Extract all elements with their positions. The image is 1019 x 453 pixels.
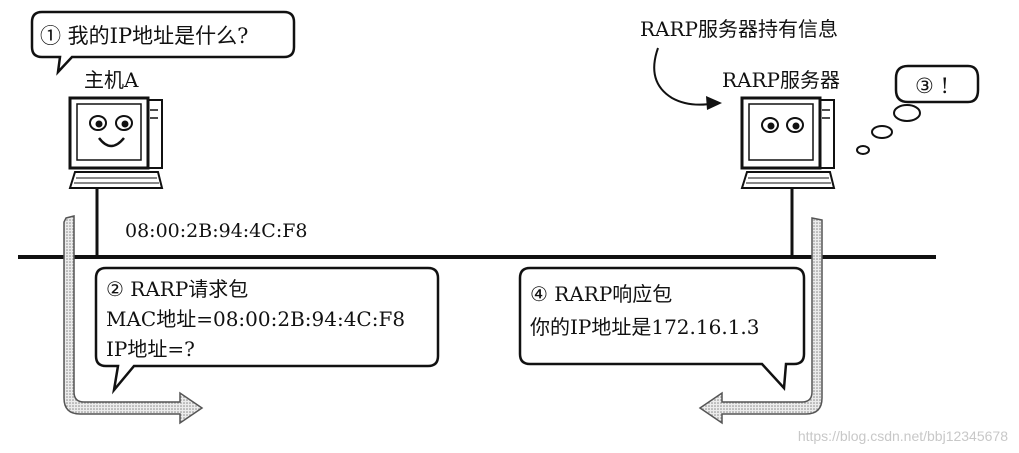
server-caption: RARP服务器持有信息 (640, 17, 838, 41)
host-a-mac-label: 08:00:2B:94:4C:F8 (125, 220, 308, 242)
server-thought-text: ③ ! (915, 74, 949, 98)
request-mac-field: MAC地址=08:00:2B:94:4C:F8 (106, 307, 405, 331)
response-packet-bubble: ④ RARP响应包 你的IP地址是172.16.1.3 (518, 266, 806, 391)
server-thought-bubble: ③ ! (856, 64, 980, 155)
response-title: ④ RARP响应包 (530, 282, 672, 306)
response-ip-field: 你的IP地址是172.16.1.3 (530, 315, 760, 339)
host-a-question-text: ① 我的IP地址是什么? (40, 24, 248, 48)
request-packet-bubble: ② RARP请求包 MAC地址=08:00:2B:94:4C:F8 IP地址=? (94, 266, 440, 395)
request-title: ② RARP请求包 (106, 277, 248, 301)
watermark: https://blog.csdn.net/bbj12345678 (798, 428, 1008, 444)
host-a-label: 主机A (84, 68, 139, 92)
request-arrow (63, 215, 204, 425)
caption-pointer-arrow (653, 47, 722, 110)
server-label: RARP服务器 (722, 68, 840, 92)
host-a-question-bubble: ① 我的IP地址是什么? (30, 10, 296, 76)
response-arrow (698, 217, 823, 425)
host-a-computer-icon (68, 96, 164, 189)
smiling-face-icon (89, 115, 133, 148)
request-ip-field: IP地址=? (106, 337, 195, 361)
server-computer-icon (740, 96, 836, 189)
neutral-face-icon (761, 117, 804, 133)
